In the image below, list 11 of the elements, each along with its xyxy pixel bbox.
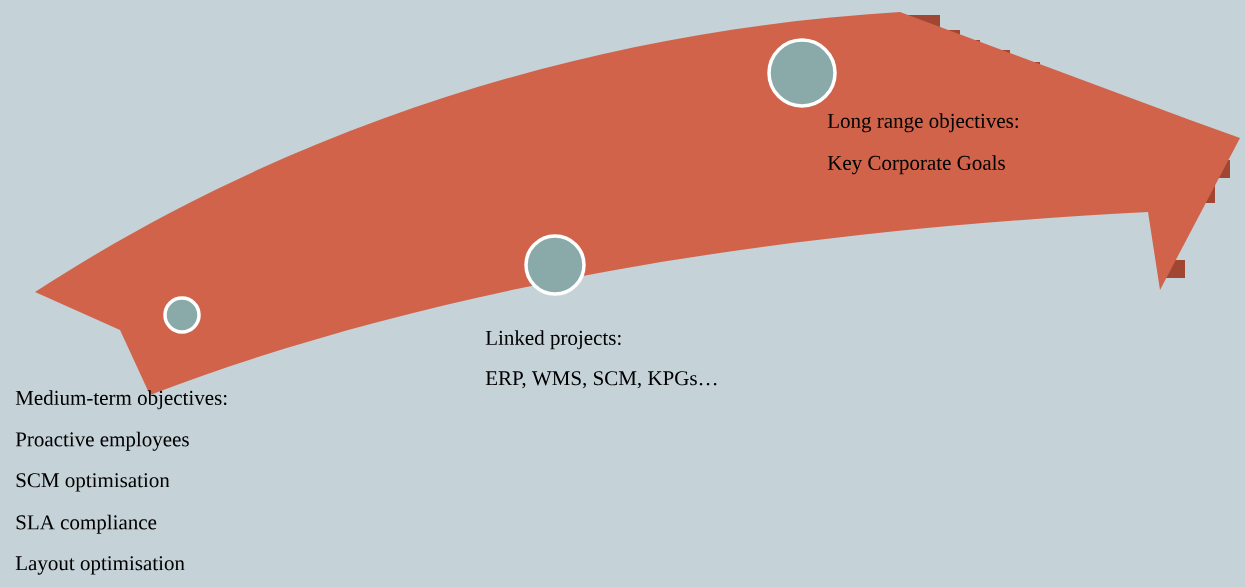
circle-marker xyxy=(767,38,837,108)
caption-text: Key Corporate Goals xyxy=(827,155,1005,175)
circle-marker xyxy=(524,234,586,296)
caption-text: ERP, WMS, SCM, KPGs… xyxy=(485,371,717,389)
caption-text: Medium-term objectives: xyxy=(15,390,227,410)
caption-text: Proactive employees xyxy=(15,431,189,451)
caption-text: SCM optimisation xyxy=(16,473,170,492)
caption-text: SLA compliance xyxy=(16,514,157,534)
caption-text: Linked projects: xyxy=(485,330,621,350)
caption-text: Layout optimisation xyxy=(15,556,185,575)
caption-text: Long range objectives: xyxy=(827,113,1018,133)
